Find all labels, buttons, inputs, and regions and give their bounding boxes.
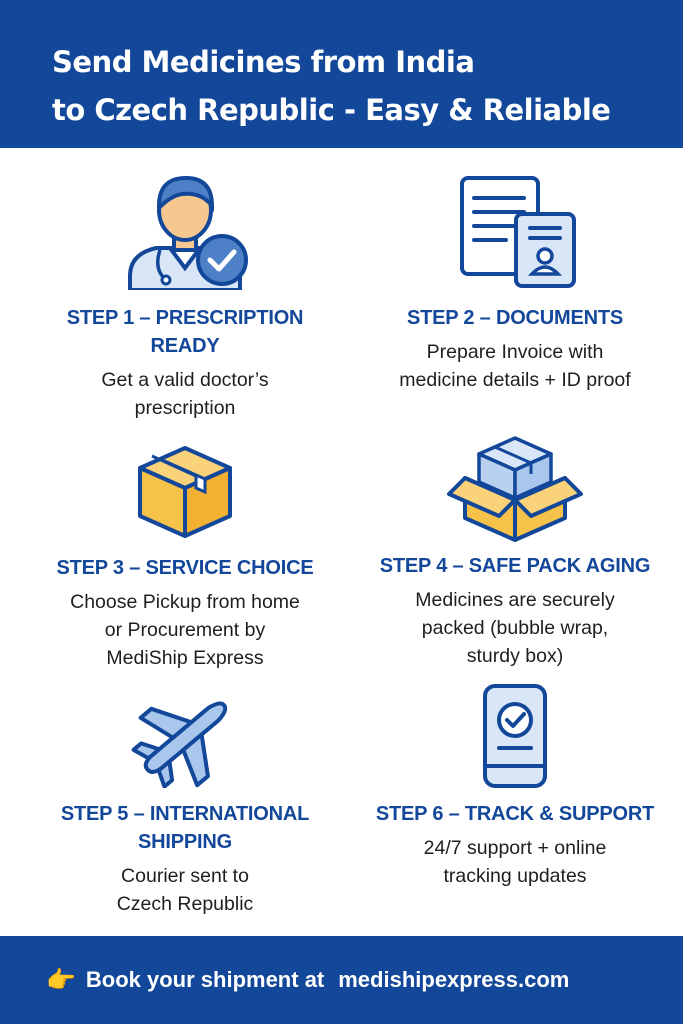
- documents-icon: [460, 176, 576, 288]
- footer-cta-text: Book your shipment at: [85, 967, 325, 992]
- step-4-desc-line-2: packed (bubble wrap,: [421, 617, 609, 639]
- step-2-desc-line-2: medicine details + ID proof: [399, 369, 631, 391]
- airplane-icon: [131, 701, 228, 788]
- page-title-line-1: Send Medicines from India: [52, 45, 475, 79]
- step-6: STEP 6 – TRACK & SUPPORT 24/7 support + …: [360, 682, 670, 890]
- step-1-desc-line-1: Get a valid doctor’s: [101, 369, 269, 391]
- pointing-hand-icon: 👉: [46, 966, 76, 994]
- footer-banner: 👉 Book your shipment at medishipexpress.…: [0, 936, 683, 1024]
- step-3-desc-line-3: MediShip Express: [106, 647, 264, 669]
- step-4: STEP 4 – SAFE PACK AGING Medicines are s…: [360, 424, 670, 670]
- step-2: STEP 2 – DOCUMENTS Prepare Invoice with …: [360, 172, 670, 394]
- step-1-description: Get a valid doctor’s prescription: [30, 366, 340, 422]
- step-4-description: Medicines are securely packed (bubble wr…: [360, 586, 670, 670]
- step-2-description: Prepare Invoice with medicine details + …: [360, 338, 670, 394]
- step-5-title-line-2: SHIPPING: [138, 831, 232, 853]
- step-5-title-line-1: STEP 5 – INTERNATIONAL: [60, 803, 310, 825]
- doctor-check-icon: [128, 175, 248, 290]
- step-1-title-line-1: STEP 1 – PRESCRIPTION: [66, 307, 304, 329]
- step-6-desc-line-1: 24/7 support + online: [423, 837, 607, 859]
- step-1-title-line-2: READY: [150, 335, 220, 357]
- step-6-title: STEP 6 – TRACK & SUPPORT: [375, 803, 655, 825]
- page-title-line-2: to Czech Republic - Easy & Reliable: [52, 93, 611, 127]
- step-4-title: STEP 4 – SAFE PACK AGING: [379, 555, 651, 577]
- step-3-desc-line-1: Choose Pickup from home: [70, 591, 300, 613]
- step-2-desc-line-1: Prepare Invoice with: [426, 341, 604, 363]
- step-2-title: STEP 2 – DOCUMENTS: [406, 307, 624, 329]
- website-link[interactable]: medishipexpress.com: [338, 967, 570, 992]
- open-box-icon: [447, 436, 583, 542]
- step-4-desc-line-1: Medicines are securely: [415, 589, 615, 611]
- step-1-desc-line-2: prescription: [134, 397, 236, 419]
- step-5-desc-line-1: Courier sent to: [121, 865, 249, 887]
- step-1: STEP 1 – PRESCRIPTION READY Get a valid …: [30, 172, 340, 422]
- step-5-desc-line-2: Czech Republic: [116, 893, 254, 915]
- phone-check-icon: [483, 684, 547, 788]
- step-4-desc-line-3: sturdy box): [466, 645, 564, 667]
- box-icon: [138, 446, 232, 538]
- step-3-desc-line-2: or Procurement by: [104, 619, 266, 641]
- step-5-description: Courier sent to Czech Republic: [30, 862, 340, 918]
- step-5: STEP 5 – INTERNATIONAL SHIPPING Courier …: [30, 688, 340, 918]
- step-6-description: 24/7 support + online tracking updates: [360, 834, 670, 890]
- header-banner: Send Medicines from India to Czech Repub…: [0, 0, 683, 148]
- step-6-desc-line-2: tracking updates: [443, 865, 587, 887]
- step-3: STEP 3 – SERVICE CHOICE Choose Pickup fr…: [30, 440, 340, 672]
- step-3-title: STEP 3 – SERVICE CHOICE: [56, 557, 314, 579]
- step-3-description: Choose Pickup from home or Procurement b…: [30, 588, 340, 672]
